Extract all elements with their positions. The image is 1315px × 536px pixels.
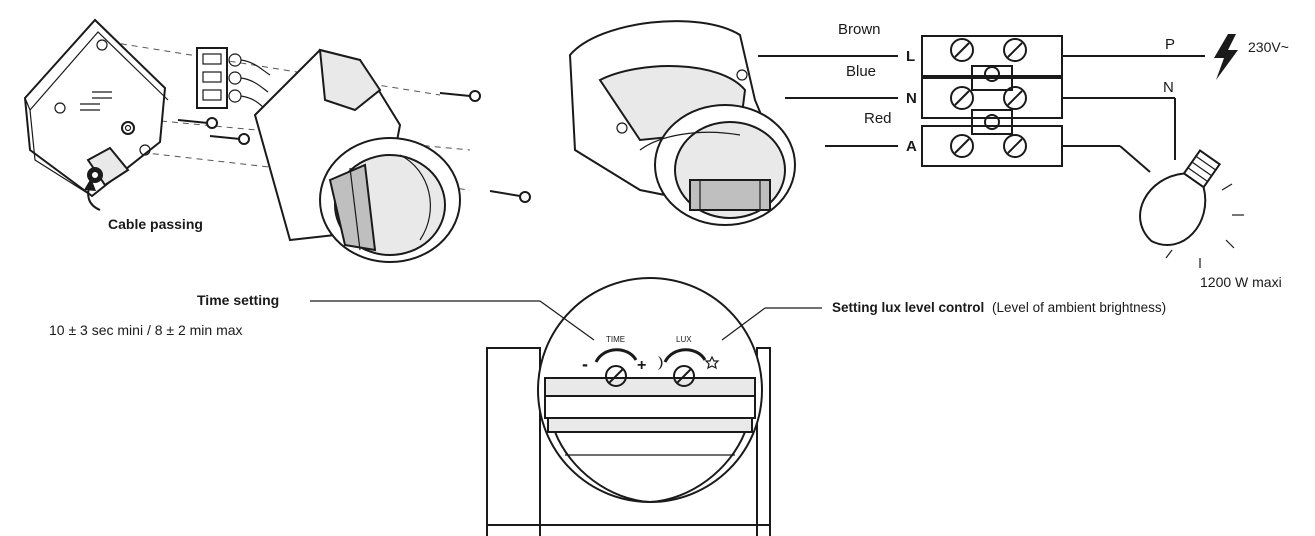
screw-icon: [177, 117, 218, 129]
terminal-screw-icon: [1003, 38, 1027, 62]
light-bulb-icon: [1139, 149, 1244, 268]
screw-icon: [209, 133, 250, 145]
sensor-housing: [253, 48, 461, 263]
terminal-screw-icon: [950, 86, 974, 110]
terminal-block: [196, 47, 271, 111]
voltage-label: 230V~: [1248, 39, 1289, 55]
supply-neutral-label: N: [1163, 79, 1174, 96]
sun-icon: [704, 355, 720, 370]
terminal-label-n: N: [906, 90, 917, 107]
time-setting-title: Time setting: [197, 292, 279, 308]
lux-adjust-knob[interactable]: [673, 365, 695, 387]
control-panel-closeup: TIME - + LUX: [310, 277, 822, 536]
terminal-screw-icon: [1003, 86, 1027, 110]
lamp-rating-label: 1200 W maxi: [1200, 274, 1282, 290]
lux-setting-title: Setting lux level control (Level of ambi…: [832, 300, 1166, 315]
wire-label-red: Red: [864, 110, 892, 127]
wall-mounting-base: [23, 18, 169, 198]
time-minus-sign: -: [582, 354, 588, 374]
terminal-screw-icon: [950, 134, 974, 158]
moon-icon: [658, 356, 663, 370]
terminal-label-l: L: [906, 48, 915, 65]
cable-passing-label: Cable passing: [108, 216, 203, 232]
wire-label-brown: Brown: [838, 21, 881, 38]
time-adjust-knob[interactable]: [605, 365, 627, 387]
terminal-label-a: A: [906, 138, 917, 155]
wiring-diagram: Brown Blue Red L N A: [758, 21, 1289, 290]
time-knob-label: TIME: [606, 335, 625, 344]
terminal-screw-icon: [1003, 134, 1027, 158]
lux-knob-label: LUX: [676, 335, 692, 344]
lightning-bolt-icon: [1214, 34, 1238, 80]
lux-setting-title-bold: Setting lux level control: [832, 300, 984, 315]
supply-phase-label: P: [1165, 36, 1175, 53]
terminal-screw-icon: [950, 38, 974, 62]
exploded-assembly-view: Cable passing: [23, 18, 531, 263]
lux-setting-note: (Level of ambient brightness): [992, 300, 1166, 315]
time-plus-sign: +: [637, 357, 646, 374]
connector-strip: [921, 35, 1063, 167]
screw-icon: [489, 190, 531, 203]
time-setting-range: 10 ± 3 sec mini / 8 ± 2 min max: [49, 322, 243, 338]
wire-label-blue: Blue: [846, 63, 876, 80]
assembled-sensor: [568, 20, 796, 226]
screw-icon: [439, 90, 481, 102]
